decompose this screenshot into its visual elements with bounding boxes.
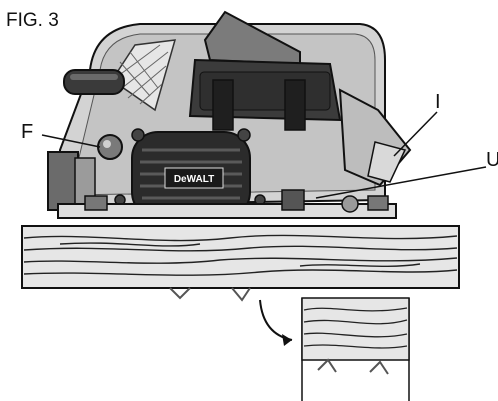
figure-title: FIG. 3: [6, 10, 59, 31]
callout-i-label: I: [435, 91, 441, 113]
cut-detail-inset: [301, 297, 410, 401]
bevel-knob-f: [97, 134, 123, 160]
shoe-plate: [57, 189, 397, 219]
front-knob: [63, 69, 125, 95]
motor-housing: [131, 131, 251, 219]
brand-plate-text: DeWALT: [174, 174, 214, 185]
leader-lines: [41, 111, 487, 199]
saw-handle: [188, 10, 342, 131]
callout-f-label: F: [21, 121, 34, 143]
wood-board: [21, 225, 460, 302]
detail-arrow: [259, 299, 293, 346]
callout-u-label: U: [486, 149, 498, 171]
dust-port: [338, 88, 412, 187]
